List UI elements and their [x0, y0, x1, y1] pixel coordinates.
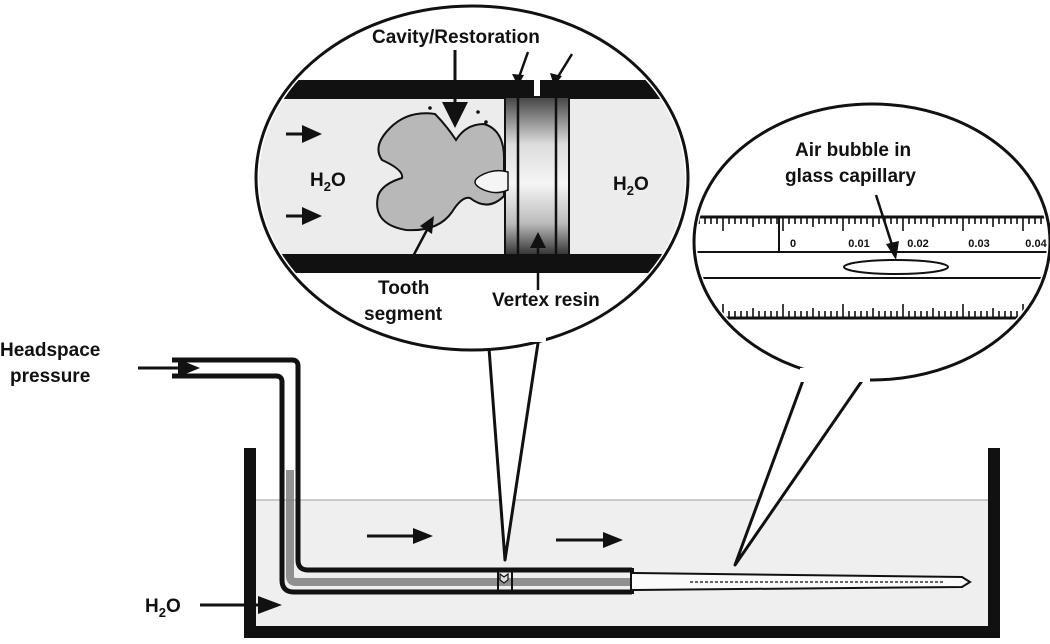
vertex-pointer-arrow	[530, 232, 546, 290]
bath-floor	[244, 626, 1000, 638]
headspace-label-line1: Headspace	[0, 340, 100, 361]
callout-air-bubble	[692, 102, 1050, 567]
headspace-arrow	[138, 359, 200, 377]
seal-arrow-left	[512, 51, 530, 86]
bath-wall-left	[244, 448, 256, 638]
vertex-label: Vertex resin	[492, 290, 600, 311]
scale-label-4: 0.04	[1025, 238, 1047, 250]
tooth-pointer-arrow	[408, 216, 434, 263]
tooth-label-line2: segment	[364, 304, 443, 325]
bubble-label-line1: Air bubble in	[795, 140, 911, 161]
flow-arrow-2	[556, 532, 623, 548]
water-bath	[244, 448, 1000, 638]
cavity-label: Cavity/Restoration	[372, 27, 540, 48]
bubble-pointer-arrow	[874, 194, 899, 260]
vertex-resin-ring	[504, 96, 570, 256]
scale-label-0: 0	[790, 238, 796, 250]
seal-arrow-right	[550, 53, 574, 86]
bath-wall-right	[988, 448, 1000, 638]
scale-ticks-bottom	[698, 304, 1047, 318]
scale-ticks-top	[698, 217, 1047, 231]
bath-water	[250, 500, 994, 628]
water-left-label: H2O	[310, 170, 346, 194]
pulp-canal	[474, 169, 509, 194]
bubble-label-line2: glass capillary	[785, 166, 916, 187]
callout-tooth-chamber	[254, 4, 690, 562]
chamber-wall-top	[259, 80, 685, 99]
flow-arrow-1	[367, 528, 433, 544]
cavity-arrow	[428, 50, 488, 128]
chamber-arrow-2	[286, 207, 322, 225]
tooth-label-line1: Tooth	[378, 278, 429, 299]
pressure-tube	[172, 357, 634, 595]
bath-water-label: H2O	[145, 596, 181, 620]
scale-label-1: 0.01	[848, 238, 869, 250]
bath-h2o-arrow	[200, 596, 282, 614]
water-right-label: H2O	[613, 174, 649, 198]
glass-capillary	[631, 572, 972, 591]
air-bubble	[843, 259, 949, 275]
scale-label-2: 0.02	[907, 238, 928, 250]
chamber-arrow-1	[286, 125, 322, 143]
scale-label-3: 0.03	[968, 238, 989, 250]
tooth-segment-shape	[376, 112, 505, 232]
chamber-wall-bottom	[259, 254, 685, 273]
headspace-label-line2: pressure	[10, 366, 90, 387]
small-tooth-icon	[499, 572, 509, 584]
